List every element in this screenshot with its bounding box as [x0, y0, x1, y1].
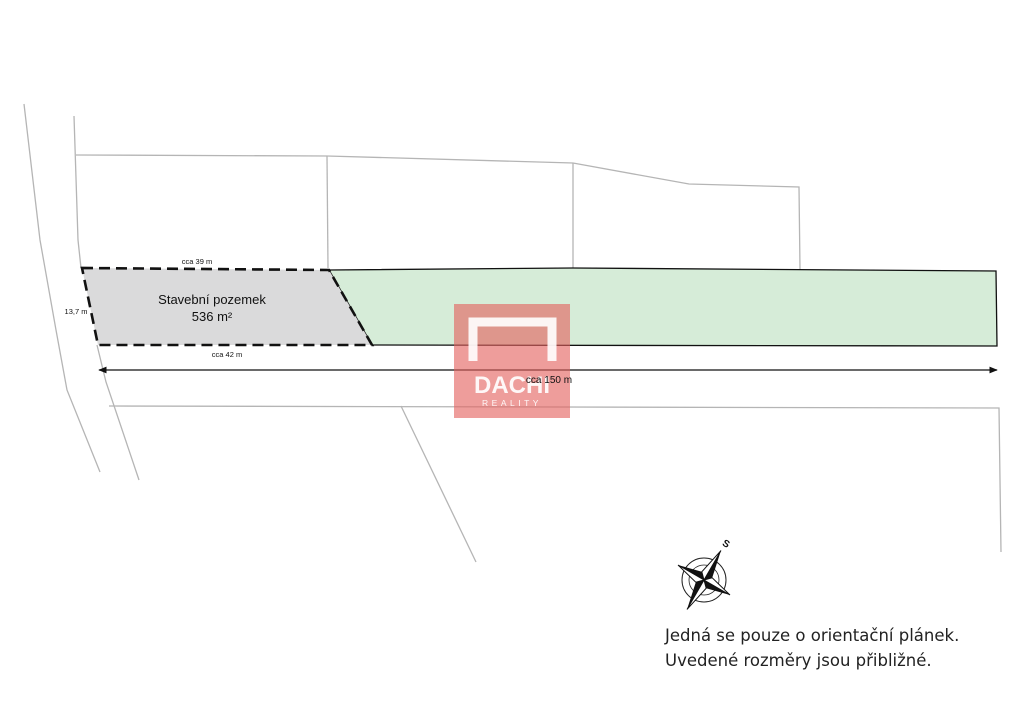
plot-title: Stavební pozemek [158, 292, 266, 307]
watermark-brand: DACHI [474, 372, 550, 399]
dimension-bottom: cca 42 m [212, 350, 242, 359]
dimension-total: cca 150 m [526, 375, 572, 386]
disclaimer: Jedná se pouze o orientační plánek. Uved… [665, 623, 959, 673]
dimension-side: 13,7 m [65, 307, 88, 316]
building-plot [80, 266, 375, 347]
compass-north-label: S [720, 538, 732, 551]
watermark-logo: DACHI REALITY [454, 304, 570, 418]
disclaimer-line-2: Uvedené rozměry jsou přibližné. [665, 651, 932, 670]
watermark-sub: REALITY [482, 398, 542, 408]
road-line-left [23, 103, 101, 473]
parcel-line-bottom [108, 405, 1002, 553]
dimension-top: cca 39 m [182, 257, 212, 266]
parcel-line-top [75, 154, 801, 270]
parcel-divider-1 [326, 155, 329, 269]
road-line-right [73, 115, 140, 481]
compass-rose-icon: S [677, 538, 732, 610]
parcel-boundaries [23, 103, 1002, 563]
disclaimer-line-1: Jedná se pouze o orientační plánek. [665, 626, 960, 645]
plot-area: 536 m² [192, 309, 233, 324]
green-area [327, 267, 998, 347]
parcel-line-diagonal [400, 405, 477, 563]
